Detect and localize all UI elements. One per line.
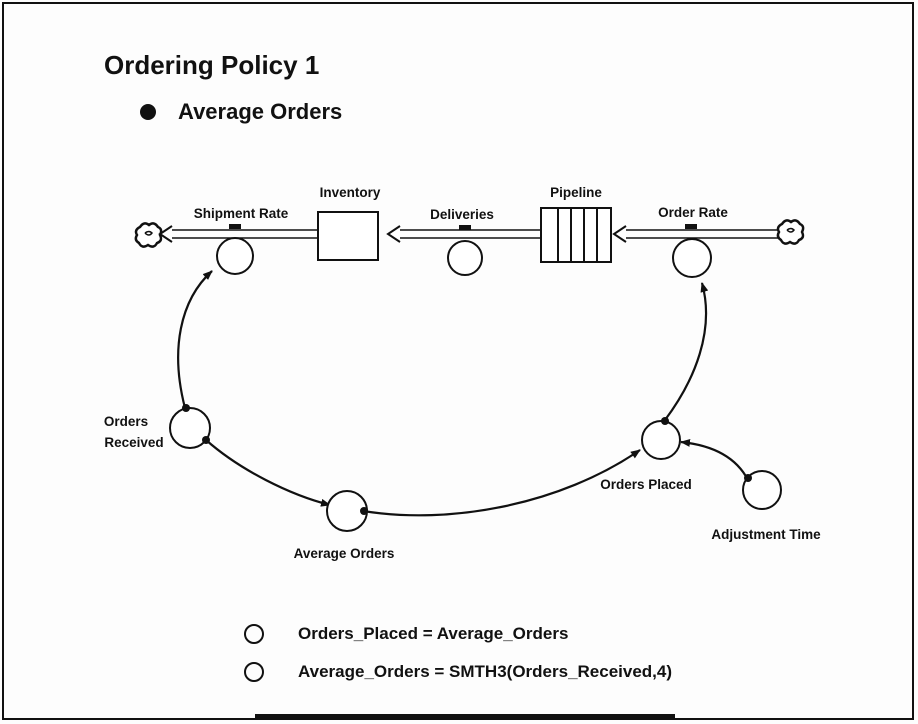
equation-circle-icon — [244, 662, 264, 682]
pipeline-stock — [540, 207, 612, 263]
adjustment-time-label: Adjustment Time — [711, 527, 821, 542]
order-rate-converter — [672, 238, 712, 278]
connector-received-to-shipment — [177, 270, 213, 409]
slide-title: Ordering Policy 1 — [104, 50, 320, 80]
connector-adjustment-to-placed — [680, 438, 749, 481]
inventory-label: Inventory — [320, 185, 381, 200]
adjustment-time-node — [742, 470, 782, 510]
bullet-text: Average Orders — [178, 99, 343, 124]
connector-received-to-average — [205, 439, 331, 507]
shipment-rate-valve — [229, 224, 241, 229]
bullet-dot-icon — [140, 104, 156, 120]
orders-received-label-line1: Orders — [104, 414, 148, 429]
equation-text: Average_Orders = SMTH3(Orders_Received,4… — [298, 662, 673, 681]
equation-circle-icon — [244, 624, 264, 644]
average-orders-label: Average Orders — [294, 546, 395, 561]
order-rate-valve — [685, 224, 697, 229]
sink-cloud-icon — [134, 222, 163, 248]
orders-placed-node — [641, 420, 681, 460]
equation-row: Average_Orders = SMTH3(Orders_Received,4… — [244, 662, 672, 682]
shipment-rate-converter — [216, 237, 254, 275]
deliveries-converter — [447, 240, 483, 276]
bottom-divider — [255, 714, 675, 718]
order-rate-label: Order Rate — [658, 205, 728, 220]
connector-average-to-placed — [362, 449, 641, 517]
order-rate-pipe — [612, 225, 778, 243]
connector-placed-to-orderrate — [664, 282, 709, 421]
pipeline-label: Pipeline — [550, 185, 602, 200]
orders-placed-label: Orders Placed — [600, 477, 692, 492]
shipment-rate-pipe — [158, 225, 318, 243]
inventory-stock — [317, 211, 379, 261]
equation-row: Orders_Placed = Average_Orders — [244, 624, 568, 644]
deliveries-valve — [459, 225, 471, 230]
shipment-rate-label: Shipment Rate — [194, 206, 289, 221]
source-cloud-icon — [776, 219, 805, 245]
deliveries-label: Deliveries — [430, 207, 494, 222]
orders-received-label-line2: Received — [104, 435, 163, 450]
bullet-item: Average Orders — [140, 99, 342, 125]
equation-text: Orders_Placed = Average_Orders — [298, 624, 569, 643]
